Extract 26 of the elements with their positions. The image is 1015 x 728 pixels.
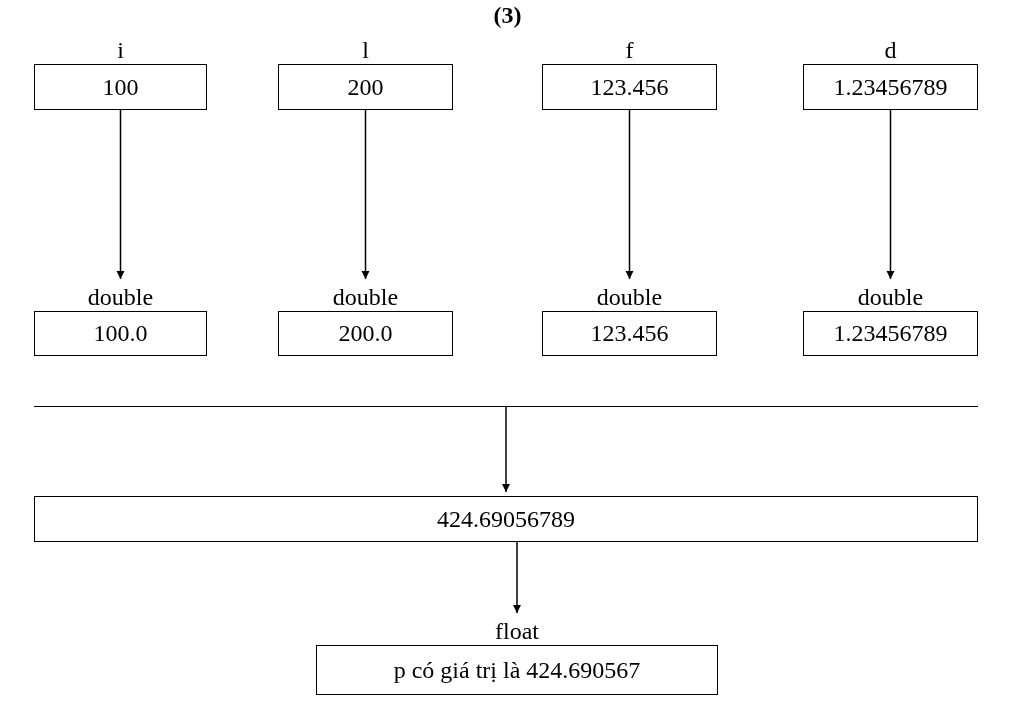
arrow — [116, 109, 125, 280]
arrow — [625, 109, 634, 280]
value-box: 1.23456789 — [803, 64, 978, 110]
arrow — [886, 109, 895, 280]
type-label: d — [884, 36, 897, 64]
value-box: p có giá trị là 424.690567 — [316, 645, 718, 695]
type-label: i — [117, 36, 124, 64]
value-box: 200 — [278, 64, 453, 110]
type-label: double — [857, 283, 924, 311]
arrow — [502, 406, 510, 493]
value-box: 100.0 — [34, 311, 207, 356]
type-label: l — [362, 36, 369, 64]
type-label: double — [332, 283, 399, 311]
arrow — [361, 109, 370, 280]
value-box: 1.23456789 — [803, 311, 978, 356]
type-label: double — [87, 283, 154, 311]
value-box: 200.0 — [278, 311, 453, 356]
arrow — [513, 541, 521, 614]
diagram-title: (3) — [492, 2, 523, 29]
value-box: 100 — [34, 64, 207, 110]
value-box: 123.456 — [542, 64, 717, 110]
type-label: double — [596, 283, 663, 311]
value-box: 123.456 — [542, 311, 717, 356]
type-label: float — [495, 617, 539, 645]
type-label: f — [625, 36, 634, 64]
value-box: 424.69056789 — [34, 496, 978, 542]
